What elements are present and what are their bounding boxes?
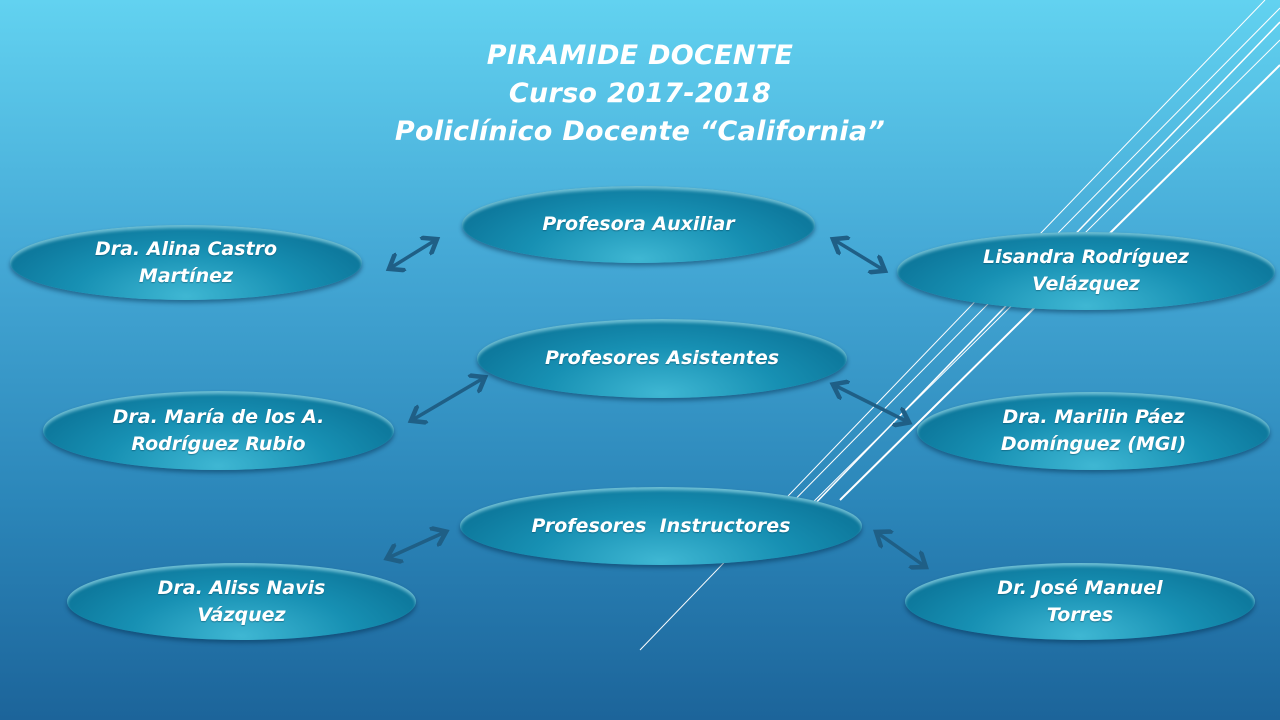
node-profesores-instructores: Profesores Instructores <box>460 487 862 565</box>
node-label: Velázquez <box>1032 273 1140 295</box>
node-label: Profesores Asistentes <box>544 347 780 369</box>
node-profesores-asistentes: Profesores Asistentes <box>477 319 847 398</box>
node-label: Dr. José Manuel <box>997 576 1163 599</box>
node-label: Domínguez (MGI) <box>1000 433 1187 455</box>
node-label: Dra. María de los A. <box>112 405 325 428</box>
arrow-maria-asistentes <box>414 379 482 419</box>
node-label: Dra. Marilin Páez <box>1002 406 1185 428</box>
arrow-aliss-instructores <box>390 533 443 557</box>
arrow-alina-auxiliar <box>392 241 434 267</box>
slide-subtitle-course: Curso 2017-2018 <box>508 78 772 109</box>
node-label: Rodríguez Rubio <box>131 432 306 455</box>
node-profesora-auxiliar: Profesora Auxiliar <box>462 186 815 263</box>
node-label: Torres <box>1046 603 1114 626</box>
node-label: Dra. Aliss Navis <box>157 576 326 599</box>
arrow-asistentes-marilin <box>836 386 906 421</box>
node-label: Lisandra Rodríguez <box>983 246 1189 268</box>
node-label: Vázquez <box>197 603 286 626</box>
node-maria-rodriguez: Dra. María de los A. Rodríguez Rubio <box>43 391 394 470</box>
node-label: Dra. Alina Castro <box>94 237 278 260</box>
node-label: Profesora Auxiliar <box>542 213 735 235</box>
arrow-auxiliar-lisandra <box>836 241 882 269</box>
arrow-instructores-jose <box>879 534 923 565</box>
node-label: Martínez <box>138 264 234 287</box>
slide-subtitle-institution: Policlínico Docente “California” <box>394 116 886 147</box>
node-label: Profesores Instructores <box>531 514 791 537</box>
slide-title: PIRAMIDE DOCENTE <box>486 40 794 71</box>
